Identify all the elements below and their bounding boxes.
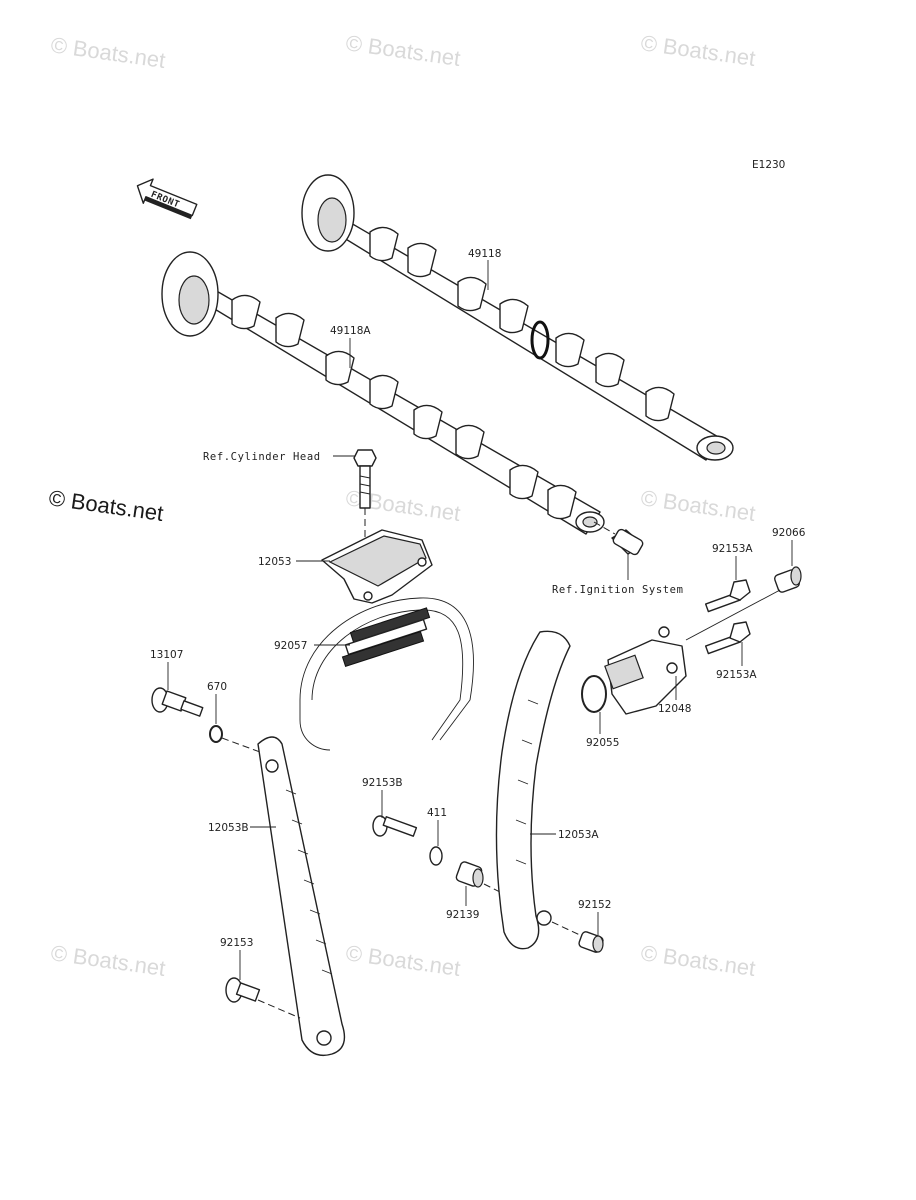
collar-92152 [578, 931, 604, 953]
part-label-12053b: 12053B [208, 822, 249, 834]
watermark-dark: © Boats.net [47, 485, 165, 526]
dash-ignition [593, 521, 616, 535]
o-ring-670 [209, 725, 223, 743]
bolt-92153 [225, 977, 261, 1003]
watermark: © Boats.net [344, 30, 462, 71]
camshaft-exhaust [301, 174, 734, 461]
part-label-12053a: 12053A [558, 829, 599, 841]
dash-92153 [257, 999, 301, 1019]
front-arrow-icon: FRONT [136, 178, 198, 220]
part-label-92153: 92153 [220, 937, 253, 949]
chain-tensioner [604, 626, 687, 715]
part-label-92153a-bottom: 92153A [716, 669, 757, 681]
timing-chain [299, 597, 474, 751]
chain-guide-fixed [495, 630, 571, 950]
dash-92152 [551, 921, 583, 937]
part-label-49118: 49118 [468, 248, 501, 260]
bolt-92153b [372, 815, 418, 837]
guide-bolt [353, 449, 377, 509]
chain-links [341, 607, 431, 668]
ref-ignition-system: Ref.Ignition System [552, 584, 684, 596]
diagram-code: E1230 [752, 159, 785, 171]
watermark: © Boats.net [639, 485, 757, 526]
part-label-92153b: 92153B [362, 777, 403, 789]
o-ring-92055 [581, 675, 607, 713]
part-label-92055: 92055 [586, 737, 619, 749]
dash-670 [221, 737, 261, 753]
part-label-49118a: 49118A [330, 325, 371, 337]
part-label-13107: 13107 [150, 649, 183, 661]
camshaft-intake [161, 251, 605, 535]
part-label-411: 411 [427, 807, 447, 819]
bolt-92153a-top [704, 579, 751, 613]
ignition-rotor [611, 528, 644, 556]
part-label-92057: 92057 [274, 640, 307, 652]
watermark: © Boats.net [639, 30, 757, 71]
axis-line-tensioner [685, 589, 781, 641]
watermark: © Boats.net [49, 32, 167, 73]
part-label-92139: 92139 [446, 909, 479, 921]
chain-guide-tensioner [257, 736, 346, 1057]
part-label-92066: 92066 [772, 527, 806, 539]
part-label-92152: 92152 [578, 899, 611, 911]
cam-lobes [369, 226, 675, 422]
bolt-92153a-bottom [704, 621, 751, 655]
guide-ribs [515, 699, 539, 865]
part-label-92153a-top: 92153A [712, 543, 753, 555]
collar-92139 [455, 861, 484, 888]
washer-411 [429, 846, 443, 866]
pivot-bolt [151, 687, 204, 717]
watermark: © Boats.net [344, 940, 462, 981]
part-label-12053: 12053 [258, 556, 291, 568]
part-label-670: 670 [207, 681, 227, 693]
watermark: © Boats.net [49, 940, 167, 981]
guide-ribs [285, 789, 333, 975]
ref-cylinder-head: Ref.Cylinder Head [203, 451, 321, 463]
cap-bolt-92066 [774, 566, 802, 593]
part-label-12048: 12048 [658, 703, 691, 715]
cam-lobes [231, 294, 577, 520]
watermarks: © Boats.net © Boats.net © Boats.net © Bo… [47, 30, 757, 981]
chain-guide-upper [321, 529, 433, 604]
watermark: © Boats.net [639, 940, 757, 981]
